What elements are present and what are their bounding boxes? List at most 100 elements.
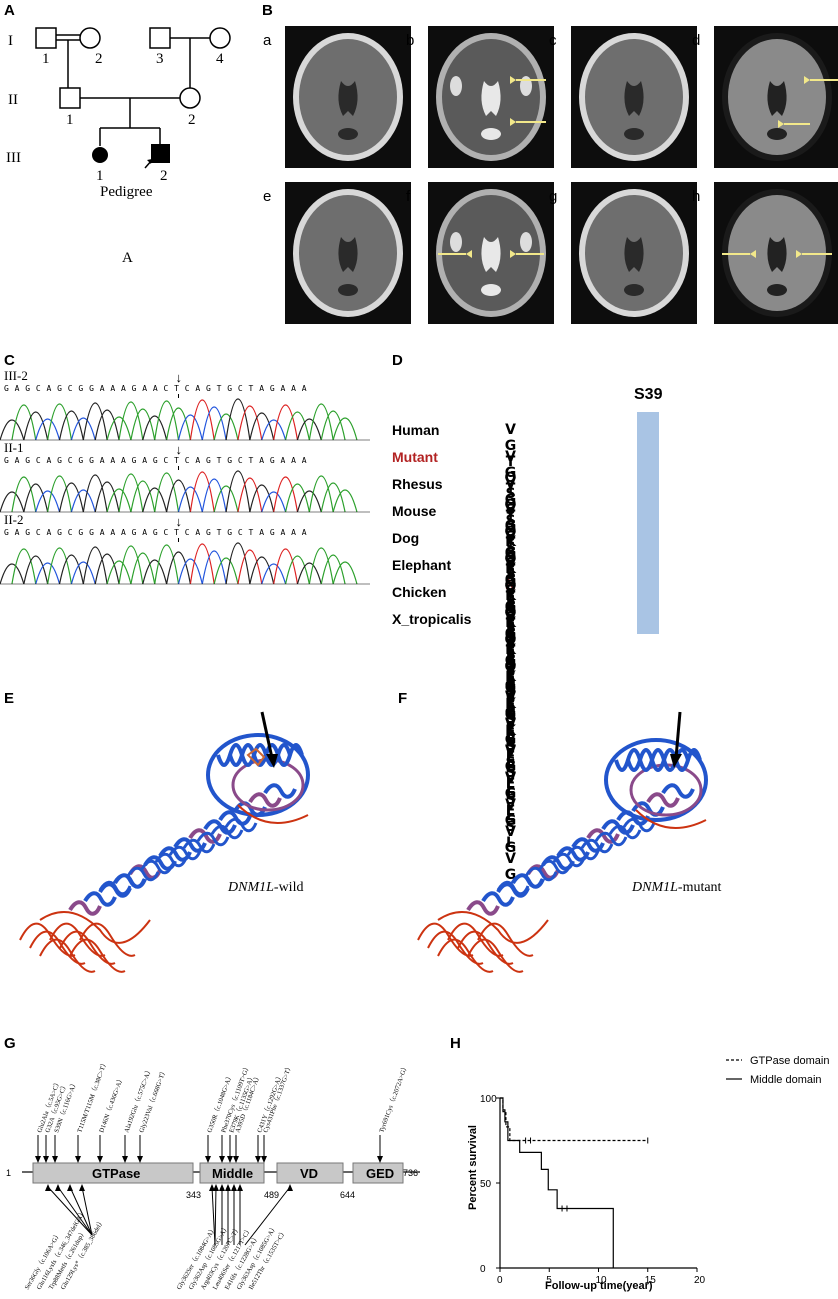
chart-legend: GTPase domain Middle domain — [726, 1055, 829, 1086]
species-name: Chicken — [392, 584, 447, 600]
variant-arrow-icon: ↓ — [175, 514, 183, 529]
mri-sublabel: h — [692, 188, 701, 205]
conserved-site-highlight — [637, 412, 659, 634]
species-sequence: VGTQSSGKSSVLESLVG — [504, 611, 517, 883]
mri-sublabel: g — [549, 188, 558, 205]
mutation-site-arrow-icon — [670, 754, 682, 768]
x-axis-label: Follow-up time(year) — [545, 1280, 653, 1292]
id-iii2: 2 — [160, 168, 168, 184]
domain-middle: Middle — [199, 1162, 265, 1184]
chromatogram-label: II-1 — [4, 440, 24, 455]
pedigree-chart: I II III 1 2 3 4 1 2 1 2 Pedigree A — [6, 27, 231, 266]
svg-text:VD: VD — [300, 1166, 318, 1181]
lesion-arrow-icon — [778, 120, 784, 128]
pedigree-iii2-affected-male-proband — [151, 144, 170, 163]
legend-label-gtpase: GTPase domain — [750, 1055, 829, 1067]
legend-label-middle: Middle domain — [750, 1074, 822, 1086]
species-name: Rhesus — [392, 476, 443, 492]
mri-sublabel: e — [263, 188, 272, 205]
svg-text:GED: GED — [366, 1166, 394, 1181]
mri-sublabel: f — [406, 188, 411, 205]
mutation-label: D146N（c.436G>A） — [97, 1075, 125, 1134]
gen-label-1: I — [8, 33, 13, 49]
panel-label-h: H — [450, 1035, 461, 1052]
species-sequence: VGTQSSGKSSVLESLVG — [504, 503, 517, 775]
pedigree-i4-female — [209, 27, 231, 49]
pedigree-i2-female — [79, 27, 101, 49]
site-label: S39 — [634, 386, 663, 403]
species-sequence: VGTQSSGKSSVLESLVG — [504, 422, 517, 694]
species-sequence: VGTQSSGKSSVLESLVG — [504, 584, 517, 856]
chromatogram-trace — [0, 538, 370, 585]
id-i4: 4 — [216, 51, 224, 67]
x-tick-label: 0 — [497, 1275, 503, 1286]
gen-label-3: III — [6, 150, 21, 166]
boundary-489: 489 — [264, 1190, 279, 1200]
species-name: Human — [392, 422, 440, 438]
domain-end: 736 — [403, 1168, 418, 1178]
mri-image — [428, 182, 554, 324]
panel-label-g: G — [4, 1035, 16, 1052]
y-tick-label: 0 — [480, 1264, 486, 1275]
domain-map: 1 736 GTPase Middle VD GED 343 489 644 G… — [6, 1059, 420, 1291]
mri-image — [571, 26, 697, 168]
id-ii2: 2 — [188, 112, 196, 128]
variant-arrow-icon: ↓ — [175, 370, 183, 385]
panel-label-d: D — [392, 352, 403, 369]
species-name: Elephant — [392, 557, 452, 573]
pedigree-iii1-affected-female — [92, 147, 108, 163]
pedigree-i3-male — [149, 27, 171, 49]
mri-image — [714, 26, 838, 168]
domain-ged: GED — [352, 1162, 404, 1184]
chromatogram-trace — [0, 466, 370, 513]
species-sequence: VGTQSSGKSSVLESLVG — [504, 557, 517, 829]
pedigree-ii1-male — [59, 87, 81, 109]
mutation-label: Glu116Lysfs（c.346_347delGA） — [35, 1208, 87, 1291]
mri-sublabel: a — [263, 32, 272, 49]
panel-label-b: B — [262, 2, 273, 19]
panel-label-c: C — [4, 352, 15, 369]
panel-label-a: A — [4, 2, 15, 19]
chromatogram-trace — [0, 394, 370, 441]
pedigree-ii2-female — [179, 87, 201, 109]
gen-label-2: II — [8, 92, 18, 108]
boundary-343: 343 — [186, 1190, 201, 1200]
structure-label-wild: DNM1L-wild — [228, 880, 304, 895]
lesion-arrow-icon — [796, 250, 802, 258]
proband-arrow-icon — [147, 159, 152, 164]
species-name: X_tropicalis — [392, 611, 472, 627]
id-iii1: 1 — [96, 168, 104, 184]
domain-start: 1 — [6, 1168, 11, 1178]
chromatogram-sequence: G A G C A G C G G A A A G A A C T C A G … — [4, 384, 308, 393]
mri-sublabel: b — [406, 32, 415, 49]
survival-curve-gtpase — [500, 1097, 648, 1142]
chromatogram-label: III-2 — [4, 368, 28, 383]
pedigree-sublabel: A — [122, 250, 133, 266]
mri-sublabel: d — [692, 32, 701, 49]
protein-structure-mutant — [417, 711, 708, 973]
mutation-site-arrow-icon — [266, 754, 278, 768]
id-ii1: 1 — [66, 112, 74, 128]
domain-vd: VD — [276, 1162, 344, 1184]
panel-label-e: E — [4, 690, 15, 707]
species-name: Dog — [392, 530, 420, 546]
mri-image — [571, 182, 697, 324]
chromatogram-sequence: G A G C A G C G G A A A G A G C T C A G … — [4, 528, 308, 537]
x-tick-label: 10 — [596, 1275, 608, 1286]
protein-structure-wild — [19, 711, 310, 973]
mri-image — [285, 26, 411, 168]
mri-image — [428, 26, 554, 168]
structure-label-mutant: DNM1L-mutant — [632, 880, 722, 895]
x-tick-label: 15 — [645, 1275, 657, 1286]
panel-label-f: F — [398, 690, 408, 707]
chromatogram-sequence: G A G C A G C G G A A A G A G C T C A G … — [4, 456, 308, 465]
species-sequence: VGTQSSGKSSVLESLVG — [504, 476, 517, 748]
mri-sublabel: c — [549, 32, 557, 49]
boundary-644: 644 — [340, 1190, 355, 1200]
survival-curve-middle — [500, 1097, 614, 1268]
lesion-arrow-icon — [510, 118, 516, 126]
y-tick-label: 50 — [480, 1179, 492, 1190]
domain-gtpase: GTPase — [32, 1162, 194, 1184]
svg-text:Middle: Middle — [212, 1166, 253, 1181]
